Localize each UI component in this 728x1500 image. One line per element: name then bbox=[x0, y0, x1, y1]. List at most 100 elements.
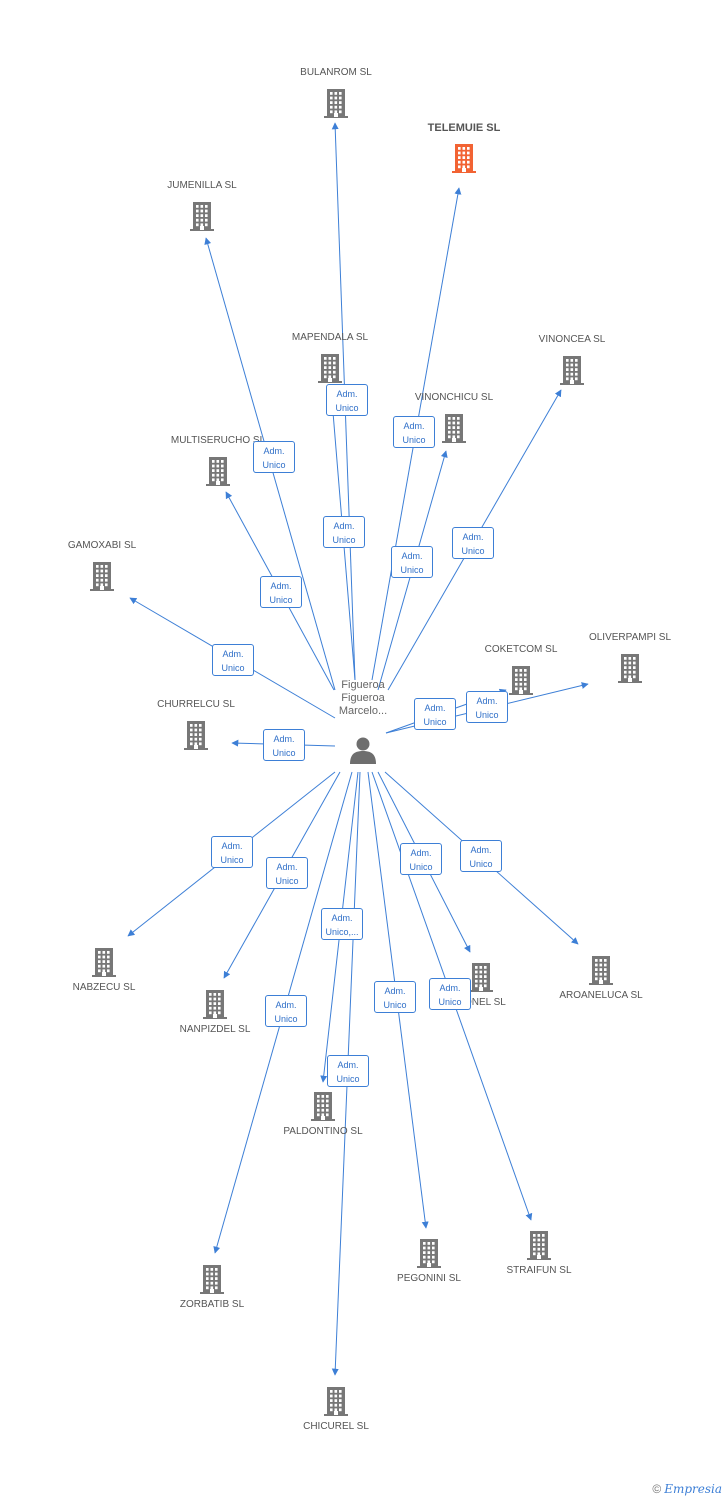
relation-role-text: Adm. bbox=[270, 581, 292, 591]
building-icon bbox=[311, 1092, 335, 1121]
building-icon bbox=[442, 414, 466, 443]
relation-role-text: Unico bbox=[336, 1074, 360, 1084]
relation-role-text: Adm. bbox=[275, 1000, 297, 1010]
company-label: GONEL SL bbox=[456, 997, 506, 1008]
company-label: AROANELUCA SL bbox=[559, 990, 643, 1001]
building-icon bbox=[203, 990, 227, 1019]
company-label: NANPIZDEL SL bbox=[179, 1024, 251, 1035]
company-label: PALDONTINO SL bbox=[283, 1126, 363, 1137]
footer-brand[interactable]: ©Empresia bbox=[652, 1482, 722, 1496]
building-icon bbox=[324, 89, 348, 118]
relation-badge-oliverpampi[interactable]: Adm.Unico bbox=[466, 691, 508, 723]
building-icon bbox=[324, 1387, 348, 1416]
relation-badge-straifun[interactable]: Adm.Unico bbox=[429, 978, 471, 1010]
relation-role-text: Unico bbox=[269, 595, 293, 605]
building-icon bbox=[92, 948, 116, 977]
relation-role-text: Adm. bbox=[476, 696, 498, 706]
relation-role-text: Adm. bbox=[331, 913, 353, 923]
relation-badge-bulanrom[interactable]: Adm. Unico bbox=[323, 516, 365, 548]
company-label: PEGONINI SL bbox=[397, 1273, 461, 1284]
building-icon bbox=[589, 956, 613, 985]
company-label: ZORBATIB SL bbox=[179, 1299, 245, 1310]
company-label: TELEMUIE SL bbox=[427, 122, 501, 134]
company-label: CHICUREL SL bbox=[303, 1421, 369, 1432]
center-name-line-3: Marcelo... bbox=[338, 705, 388, 717]
relation-role-text: Adm. bbox=[273, 734, 295, 744]
relation-role-text: Adm. bbox=[333, 521, 355, 531]
building-icon bbox=[200, 1265, 224, 1294]
relation-role-text: Adm. bbox=[336, 389, 358, 399]
relation-role-text: Adm. bbox=[462, 532, 484, 542]
relation-role-text: Unico bbox=[275, 876, 299, 886]
company-label: STRAIFUN SL bbox=[506, 1265, 572, 1276]
company-label: OLIVERPAMPI SL bbox=[588, 632, 672, 643]
relation-badge-zorbatib[interactable]: Adm. Unico bbox=[265, 995, 307, 1027]
company-label: COKETCOM SL bbox=[484, 644, 558, 655]
relation-badge-telemuie[interactable]: Adm. Unico bbox=[393, 416, 435, 448]
building-icon bbox=[206, 457, 230, 486]
relation-role-text: Unico bbox=[220, 855, 244, 865]
relation-badge-paldontino[interactable]: Adm. Unico,... bbox=[321, 908, 363, 940]
relation-role-text: Unico bbox=[423, 717, 447, 727]
relation-role-text: Adm. bbox=[403, 421, 425, 431]
relation-badge-jumenilla[interactable]: Adm.Unico bbox=[253, 441, 295, 473]
relation-role-text: Adm. bbox=[410, 848, 432, 858]
company-label: MULTISERUCHO SL bbox=[170, 435, 266, 446]
company-label: JUMENILLA SL bbox=[167, 180, 237, 191]
building-icon bbox=[509, 666, 533, 695]
relation-role-text: Unico bbox=[383, 1000, 407, 1010]
relation-badge-vinoncea[interactable]: Adm. Unico bbox=[452, 527, 494, 559]
relation-role-text: Adm. bbox=[276, 862, 298, 872]
company-label: VINONCEA SL bbox=[538, 334, 606, 345]
building-icon bbox=[469, 963, 493, 992]
relation-role-text: Adm. bbox=[424, 703, 446, 713]
relation-badge-mapendala[interactable]: Adm. Unico bbox=[326, 384, 368, 416]
relation-role-text: Adm. bbox=[401, 551, 423, 561]
center-person-name: Figueroa Figueroa Marcelo... bbox=[323, 679, 403, 718]
center-name-line-2: Figueroa bbox=[341, 692, 385, 704]
relation-role-text: Unico bbox=[262, 460, 286, 470]
relation-role-text: Unico bbox=[335, 403, 359, 413]
brand-logo: Empresia bbox=[664, 1482, 722, 1496]
building-icon bbox=[618, 654, 642, 683]
relation-role-text: Adm. bbox=[470, 845, 492, 855]
relation-badge-multiserucho[interactable]: Adm. Unico bbox=[260, 576, 302, 608]
relation-role-text: Unico bbox=[461, 546, 485, 556]
relation-badge-pegonini[interactable]: Adm. Unico bbox=[374, 981, 416, 1013]
building-icon bbox=[318, 354, 342, 383]
company-label: MAPENDALA SL bbox=[291, 332, 369, 343]
relation-badge-nabzecu[interactable]: Adm.Unico bbox=[211, 836, 253, 868]
relation-badge-gonel[interactable]: Adm. Unico bbox=[400, 843, 442, 875]
building-icon bbox=[190, 202, 214, 231]
relation-badge-coketcom[interactable]: Adm. Unico bbox=[414, 698, 456, 730]
building-icon bbox=[527, 1231, 551, 1260]
relation-role-text: Unico bbox=[469, 859, 493, 869]
relation-badge-chicurel[interactable]: Adm.Unico bbox=[327, 1055, 369, 1087]
building-icon bbox=[452, 144, 476, 173]
company-label: GAMOXABI SL bbox=[67, 540, 137, 551]
copyright-icon: © bbox=[652, 1482, 662, 1496]
relation-role-text: Adm. bbox=[384, 986, 406, 996]
relation-role-text: Unico bbox=[332, 535, 356, 545]
building-icon bbox=[560, 356, 584, 385]
person-icon bbox=[350, 737, 376, 764]
building-icon bbox=[417, 1239, 441, 1268]
relation-role-text: Unico bbox=[402, 435, 426, 445]
relation-badge-churrelcu[interactable]: Adm. Unico bbox=[263, 729, 305, 761]
center-name-line-1: Figueroa bbox=[341, 679, 385, 691]
building-icon bbox=[90, 562, 114, 591]
relation-badge-nanpizdel[interactable]: Adm. Unico bbox=[266, 857, 308, 889]
relation-role-text: Unico bbox=[274, 1014, 298, 1024]
relation-role-text: Unico bbox=[438, 997, 462, 1007]
company-label: VINONCHICU SL bbox=[414, 392, 494, 403]
building-icon bbox=[184, 721, 208, 750]
relation-badge-vinonchicu[interactable]: Adm.Unico bbox=[391, 546, 433, 578]
relation-role-text: Unico bbox=[409, 862, 433, 872]
company-label: NABZECU SL bbox=[72, 982, 136, 993]
relation-role-text: Unico bbox=[272, 748, 296, 758]
relation-badge-aroaneluca[interactable]: Adm. Unico bbox=[460, 840, 502, 872]
relation-role-text: Unico,... bbox=[325, 927, 359, 937]
relation-role-text: Adm. bbox=[222, 649, 244, 659]
relation-badge-gamoxabi[interactable]: Adm.Unico bbox=[212, 644, 254, 676]
